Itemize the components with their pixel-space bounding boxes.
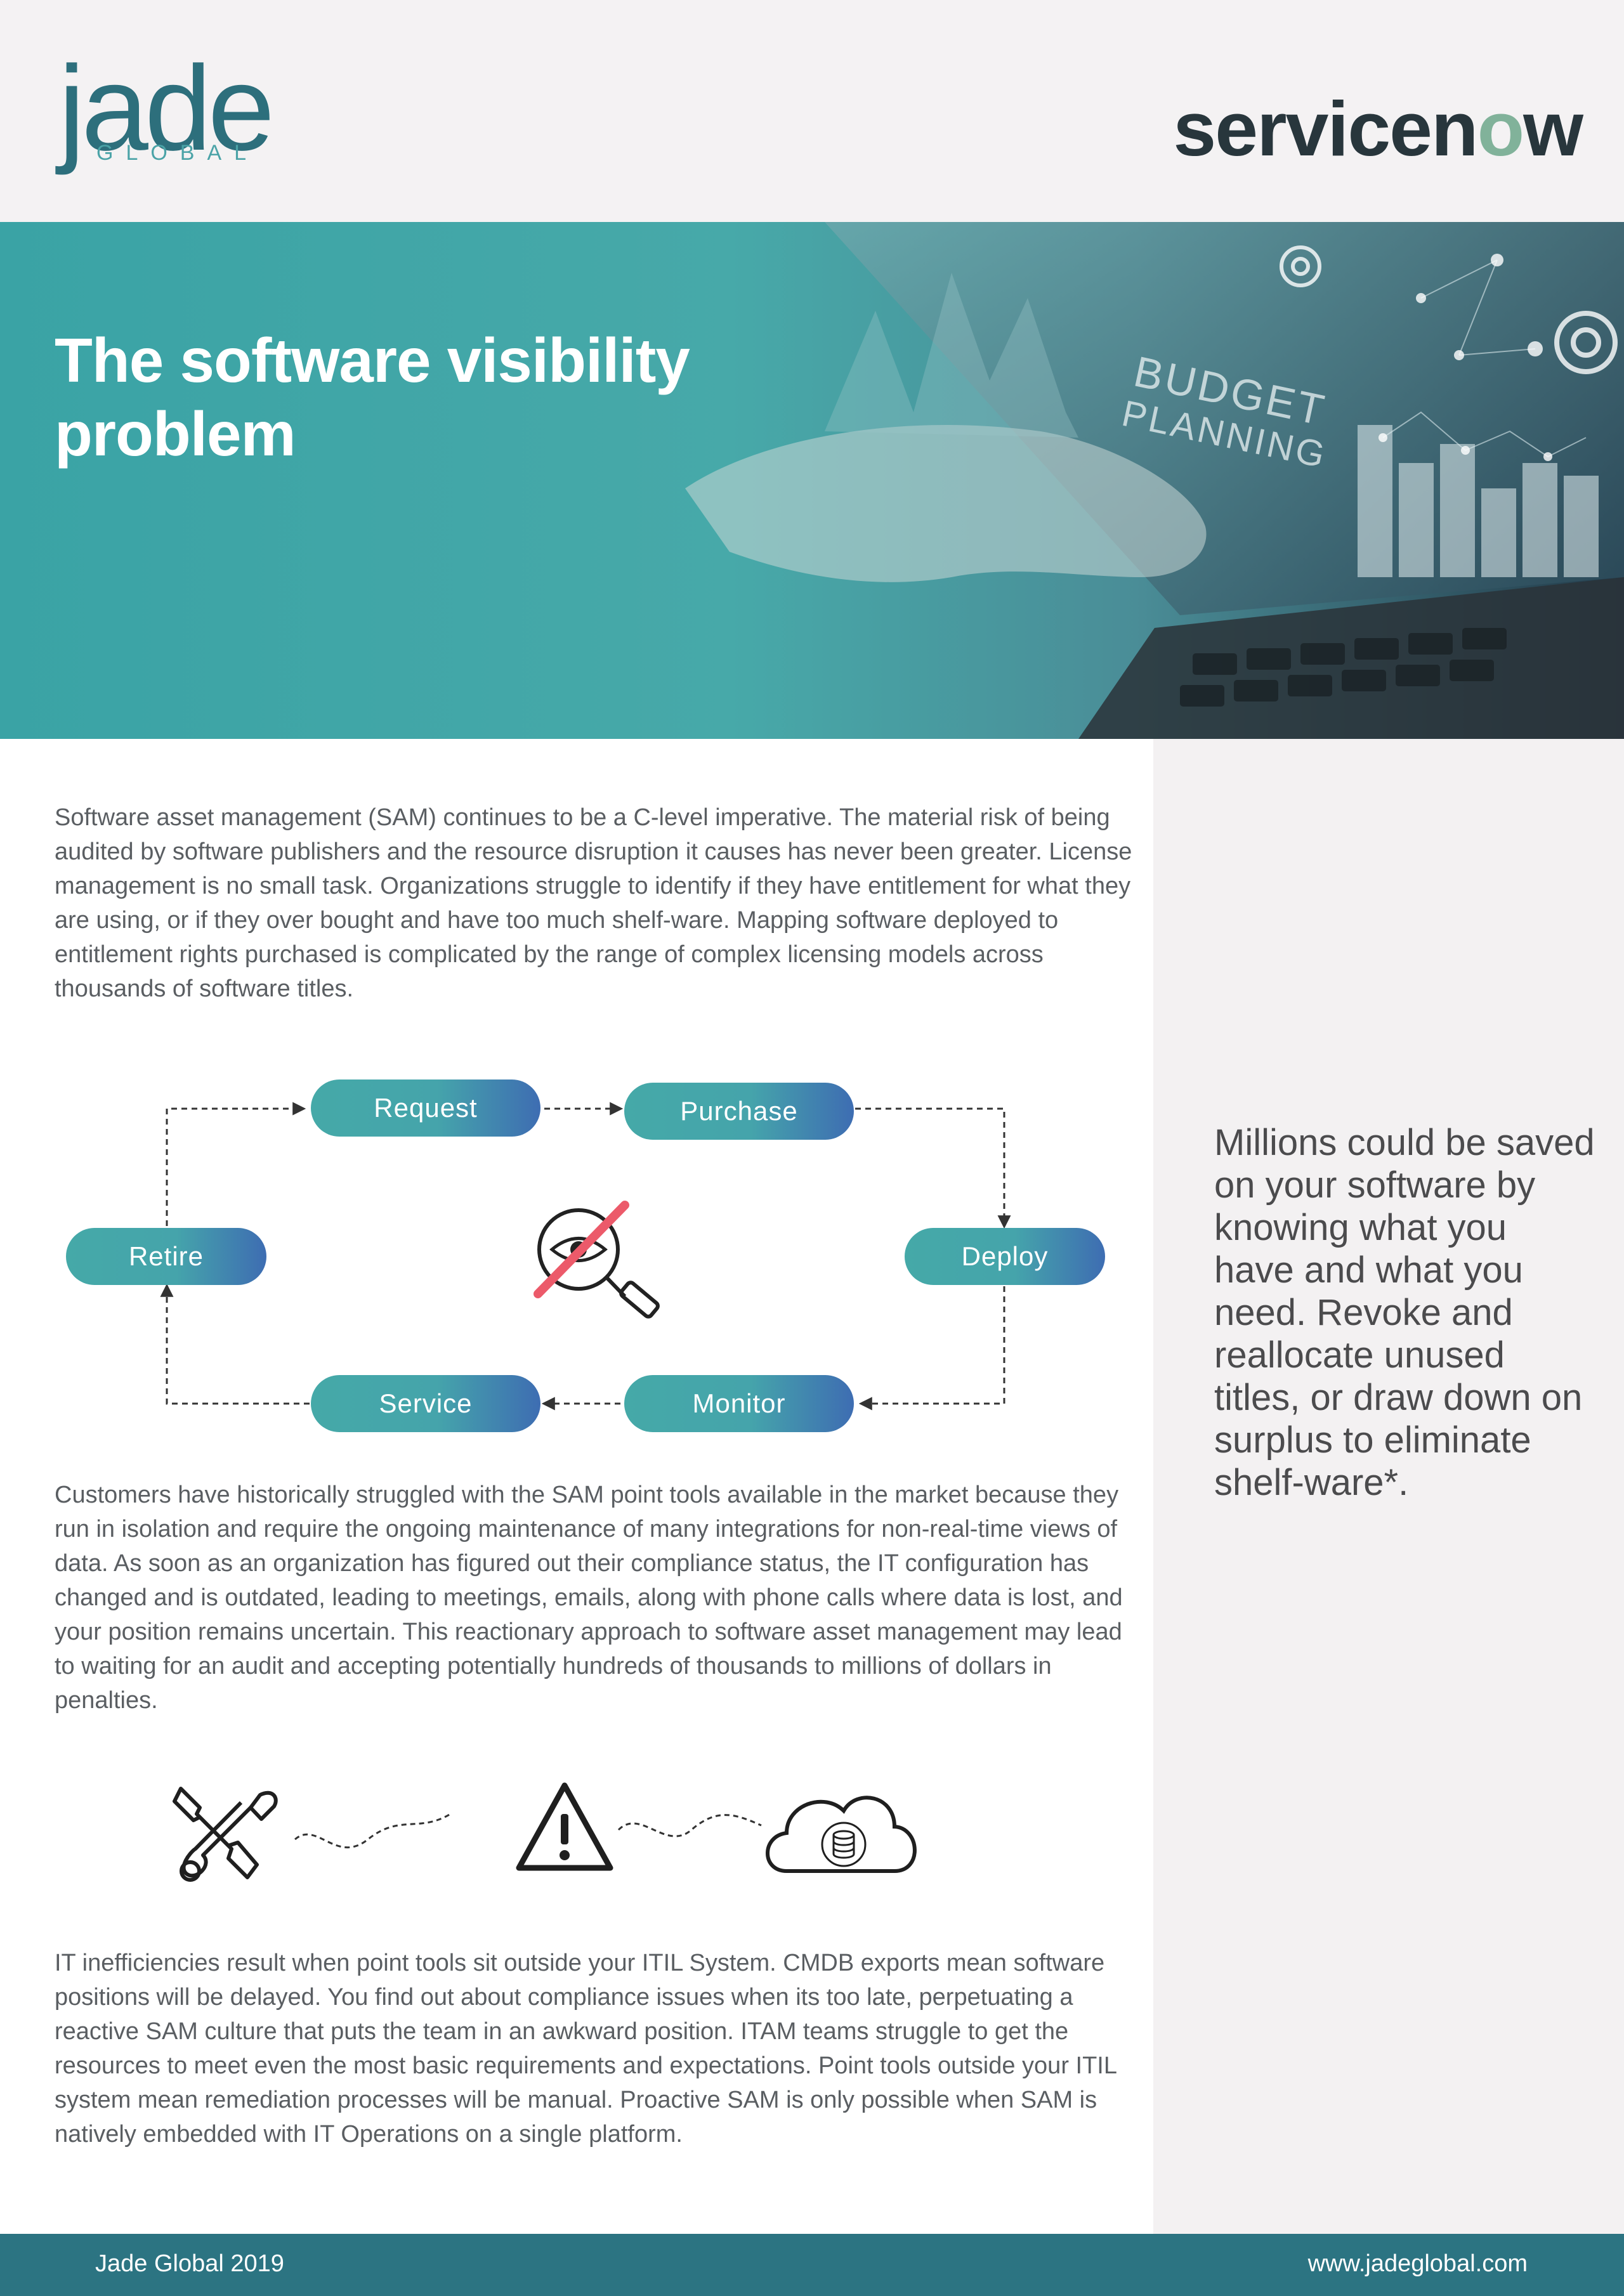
- footer-website-link[interactable]: www.jadeglobal.com: [1307, 2250, 1528, 2277]
- jade-logo-word: jade: [58, 41, 275, 176]
- hero-banner: BUDGET PLANNING: [0, 222, 1624, 739]
- tools-icon: [173, 1787, 278, 1882]
- page-footer: [0, 2234, 1624, 2296]
- servicenow-logo: servicenow: [1173, 86, 1583, 172]
- step-retire: Retire: [66, 1228, 266, 1285]
- point-tools-paragraph: Customers have historically struggled wi…: [55, 1482, 1123, 1714]
- inefficiency-icon-row: [127, 1770, 1015, 1896]
- step-monitor: Monitor: [624, 1375, 854, 1432]
- jade-logo-subtitle: GLOBAL: [96, 141, 259, 165]
- page-title: The software visibility problem: [55, 325, 690, 469]
- step-purchase: Purchase: [624, 1083, 854, 1140]
- servicenow-logo-o: o: [1477, 86, 1525, 172]
- footer-copyright: Jade Global 2019: [95, 2250, 284, 2277]
- step-service: Service: [311, 1375, 540, 1432]
- cloud-database-icon: [766, 1796, 917, 1873]
- hero-image: BUDGET PLANNING: [0, 222, 1624, 739]
- jade-global-logo: jade GLOBAL: [58, 41, 287, 176]
- warning-icon: [516, 1782, 613, 1871]
- sidebar-panel: [1153, 739, 1624, 2234]
- page-header: [0, 0, 1624, 222]
- no-visibility-magnifier-icon: [534, 1201, 660, 1319]
- step-deploy: Deploy: [905, 1228, 1105, 1285]
- itil-paragraph: IT inefficiencies result when point tool…: [55, 1950, 1116, 2148]
- intro-paragraph: Software asset management (SAM) continue…: [55, 804, 1132, 1002]
- sidebar-callout-quote: Millions could be saved on your software…: [1214, 1122, 1595, 1503]
- sam-lifecycle-diagram: [0, 1053, 1153, 1446]
- step-request: Request: [311, 1080, 540, 1137]
